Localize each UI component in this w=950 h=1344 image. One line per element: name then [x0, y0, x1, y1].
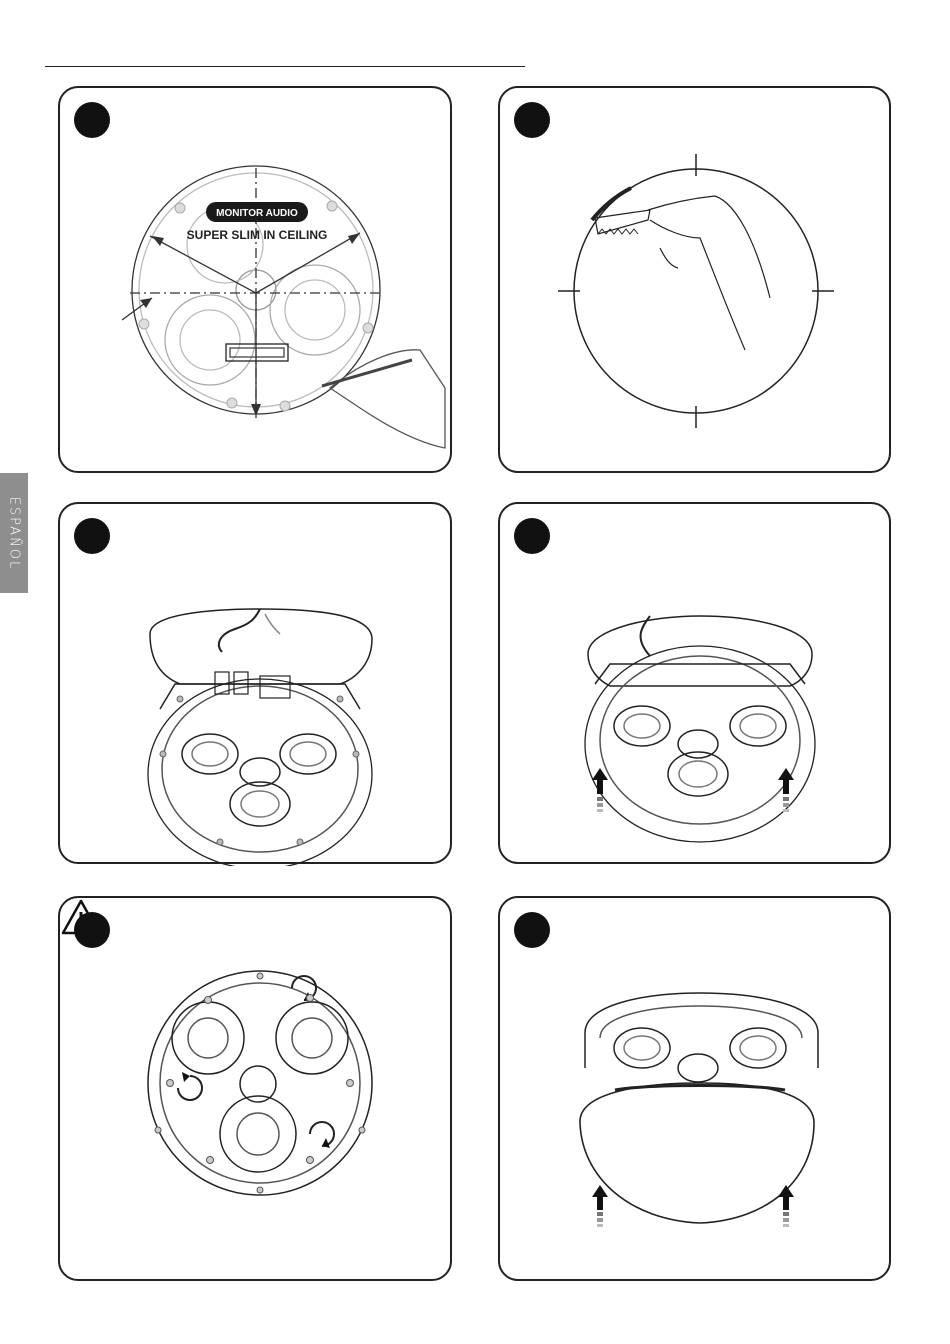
ceiling-cut-illustration — [500, 88, 893, 475]
step-panel-6 — [498, 896, 891, 1281]
step-panel-3 — [58, 502, 452, 864]
speaker-wiring-illustration — [60, 504, 454, 866]
clamp-tightening-illustration — [60, 898, 454, 1283]
up-arrow-icon — [592, 1185, 608, 1227]
header-rule — [45, 66, 525, 67]
brand-logo-text: MONITOR AUDIO — [216, 208, 298, 219]
speaker-insert-illustration — [500, 504, 893, 866]
up-arrow-icon — [592, 768, 608, 812]
language-tab-label: ESPAÑOL — [7, 496, 22, 570]
language-tab[interactable]: ESPAÑOL — [0, 473, 28, 593]
rotate-arrow-icon — [182, 1072, 190, 1082]
step-panel-2 — [498, 86, 891, 473]
model-name-text: SUPER SLIM IN CEILING — [187, 228, 328, 242]
cutout-template-illustration: MONITOR AUDIO SUPER SLIM IN CEILING — [60, 88, 454, 475]
step-panel-4 — [498, 502, 891, 864]
warning-triangle-icon — [60, 898, 102, 936]
step-panel-1: MONITOR AUDIO SUPER SLIM IN CEILING — [58, 86, 452, 473]
grille-fitting-illustration — [500, 898, 893, 1283]
step-panel-5 — [58, 896, 452, 1281]
